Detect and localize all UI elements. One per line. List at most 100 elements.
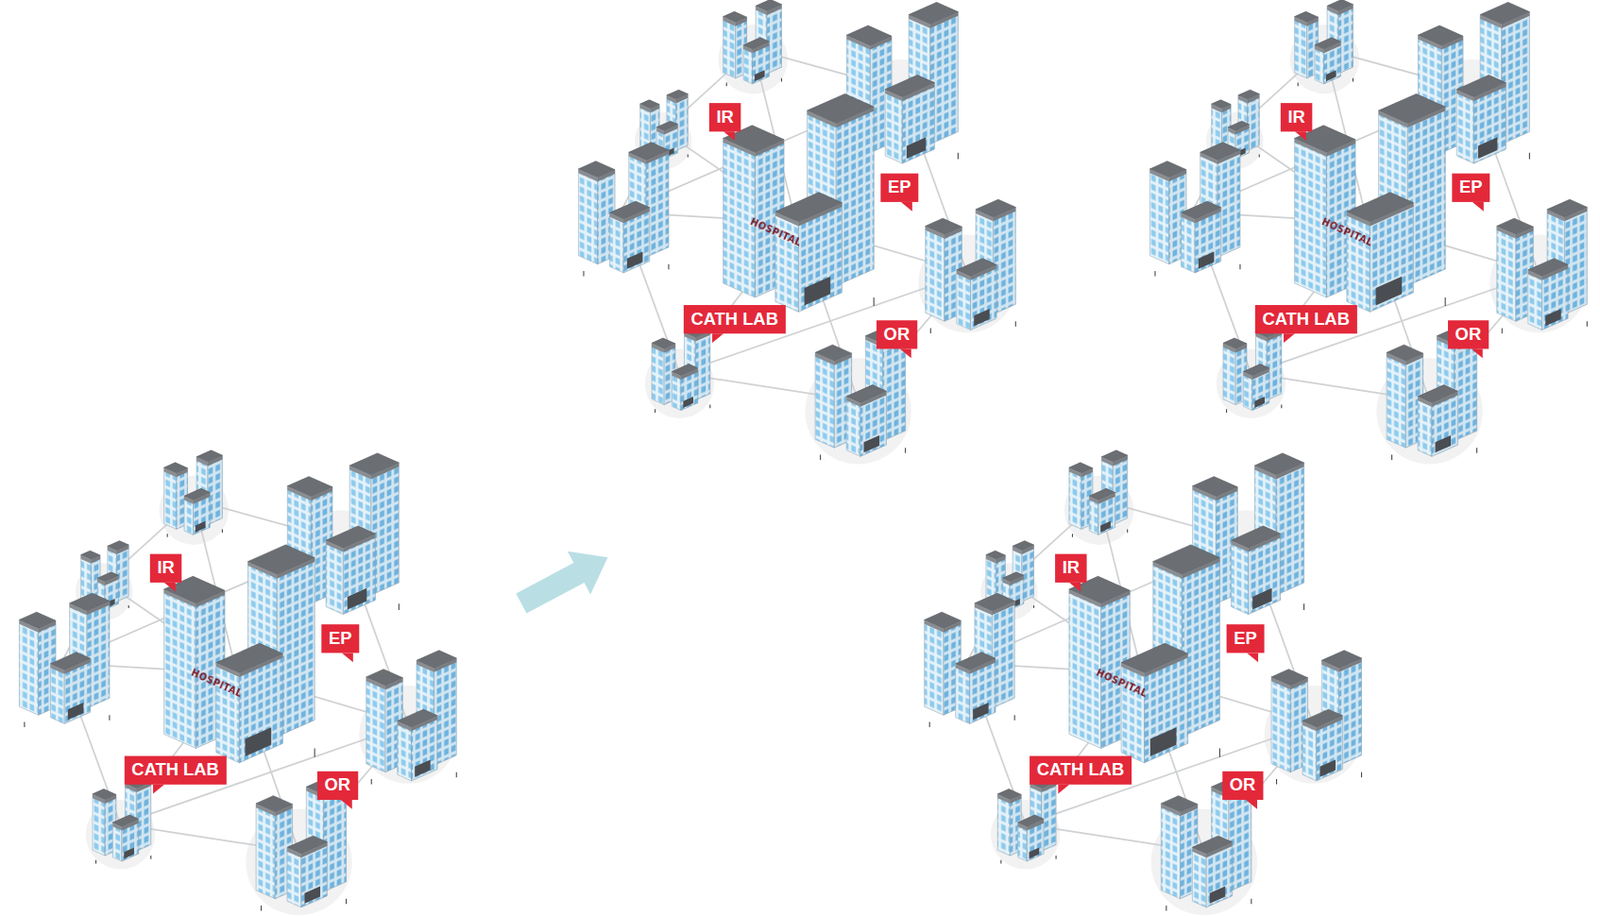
- network-line: [1025, 724, 1314, 825]
- building-parapet: [925, 225, 945, 239]
- building-parapet: [1009, 794, 1022, 804]
- building-parapet: [433, 658, 457, 673]
- callout-text: EP: [1459, 177, 1483, 198]
- building-block: [164, 576, 225, 749]
- building-parapet: [69, 603, 87, 616]
- callout-tag: EP: [1451, 173, 1490, 203]
- building-parapet: [676, 94, 689, 104]
- building-parapet: [164, 589, 197, 608]
- building-leg: [726, 83, 728, 87]
- building-leg: [95, 860, 97, 865]
- building-face: [1026, 818, 1044, 862]
- building-parapet: [723, 137, 756, 156]
- building-parapet: [969, 658, 996, 675]
- building-parapet: [325, 540, 343, 552]
- callout-tag: CATH LAB: [683, 305, 786, 334]
- building-leg: [1033, 605, 1035, 609]
- building-entrance: [682, 396, 694, 409]
- building-parapet: [1473, 83, 1506, 102]
- building-parapet: [1069, 589, 1102, 608]
- building-leg: [930, 328, 932, 335]
- building-parapet: [1112, 455, 1127, 466]
- building-parapet: [766, 4, 782, 16]
- building-parapet: [1497, 225, 1516, 239]
- building-face: [997, 794, 1010, 856]
- building-parapet: [846, 396, 861, 408]
- building-parapet: [1307, 17, 1319, 27]
- building-parapet: [1169, 170, 1187, 183]
- callout-text: IR: [1287, 106, 1305, 127]
- building-parapet: [743, 45, 753, 54]
- building-block: [723, 125, 784, 298]
- building-leg: [781, 78, 783, 83]
- building-parapet: [1192, 486, 1217, 501]
- building-block: [846, 385, 886, 458]
- building-leg: [398, 603, 400, 611]
- building-block: [1089, 488, 1115, 535]
- building-block: [1230, 526, 1280, 615]
- building-face: [1089, 495, 1099, 535]
- building-parapet: [646, 150, 669, 165]
- callout-text: EP: [328, 629, 353, 649]
- building-parapet: [1144, 653, 1189, 678]
- building-parapet: [970, 264, 998, 281]
- building-parapet: [991, 600, 1015, 615]
- building-face: [775, 211, 800, 312]
- building-parapet: [1235, 124, 1250, 136]
- building-parapet: [1441, 35, 1464, 50]
- building-parapet: [1181, 558, 1220, 579]
- building-face: [1230, 540, 1248, 614]
- building: [1149, 142, 1241, 277]
- building-face: [1069, 467, 1082, 529]
- building-parapet: [97, 578, 105, 586]
- building-leg: [314, 748, 316, 757]
- building-block: [1302, 709, 1343, 782]
- building: [1069, 544, 1221, 769]
- building-parapet: [1431, 391, 1459, 408]
- building-face: [18, 619, 38, 715]
- building-entrance: [347, 588, 367, 611]
- building: [651, 325, 711, 413]
- building-parapet: [117, 544, 130, 555]
- building: [723, 93, 875, 318]
- building-parapet: [997, 794, 1010, 804]
- building-face: [815, 352, 835, 448]
- building-parapet: [1217, 150, 1241, 165]
- building-parapet: [902, 83, 935, 102]
- building-parapet: [885, 89, 903, 102]
- building-parapet: [869, 35, 892, 50]
- building-entrance: [1029, 847, 1040, 859]
- callout-text: OR: [884, 324, 911, 345]
- building-parapet: [1547, 209, 1565, 222]
- building-parapet: [1294, 137, 1328, 156]
- network-lines: [61, 24, 1588, 916]
- building-parapet: [18, 619, 38, 632]
- building-leg: [1219, 748, 1221, 757]
- building-parapet: [248, 561, 278, 579]
- callout-text: CATH LAB: [690, 308, 779, 329]
- building-block: [671, 363, 698, 410]
- building-parapet: [755, 5, 767, 16]
- building: [924, 593, 1016, 728]
- building-parapet: [1302, 720, 1317, 732]
- building-face: [164, 467, 177, 529]
- building-parapet: [64, 658, 91, 675]
- building-parapet: [723, 17, 736, 27]
- building-block: [397, 709, 438, 782]
- building-face: [1149, 169, 1169, 265]
- building-parapet: [1216, 487, 1239, 501]
- building-parapet: [834, 353, 852, 366]
- building-entrance: [754, 69, 766, 82]
- building-parapet: [975, 209, 993, 222]
- building-entrance: [1435, 435, 1452, 453]
- building-parapet: [255, 803, 275, 817]
- building-parapet: [1338, 4, 1353, 16]
- building-parapet: [90, 555, 101, 564]
- building-parapet: [349, 465, 372, 479]
- building-parapet: [1069, 467, 1082, 477]
- building-leg: [1250, 899, 1252, 905]
- building-parapet: [1081, 468, 1093, 478]
- callout-tag: EP: [880, 173, 919, 203]
- building-face: [1181, 212, 1196, 273]
